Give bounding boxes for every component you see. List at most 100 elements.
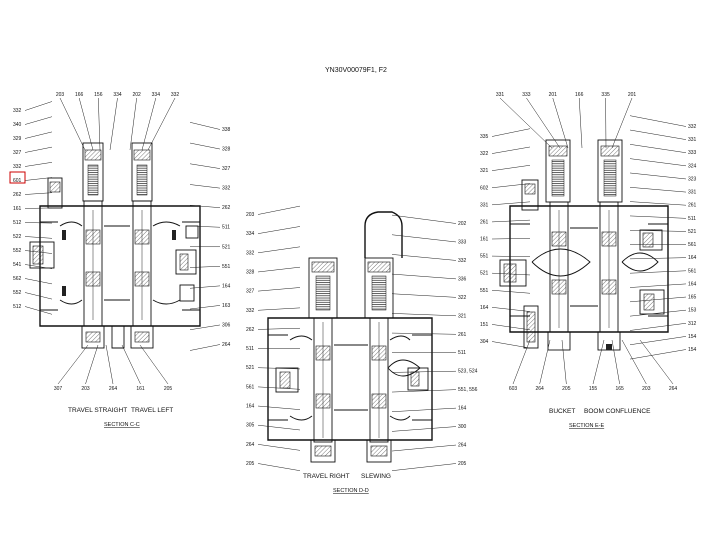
- leader-line: [491, 219, 531, 223]
- part-label: 165: [615, 386, 624, 392]
- part-label: 201: [628, 92, 637, 98]
- leader-line: [147, 97, 176, 151]
- section-e-e-caption-left: BUCKET: [549, 408, 575, 415]
- part-label: 331: [688, 190, 697, 196]
- leader-line: [24, 292, 53, 300]
- part-label: 155: [589, 386, 598, 392]
- leader-line: [257, 266, 301, 273]
- leader-line: [629, 270, 687, 274]
- part-label: 202: [458, 221, 467, 227]
- leader-line: [24, 131, 53, 139]
- leader-line: [98, 97, 101, 151]
- part-label: 264: [222, 342, 231, 348]
- leader-line: [257, 205, 301, 215]
- part-label: 203: [246, 212, 255, 218]
- part-label: 511: [688, 216, 696, 222]
- leader-line: [129, 97, 137, 151]
- leader-line: [526, 97, 561, 149]
- leader-line: [121, 344, 141, 385]
- highlighted-part-601: [9, 171, 26, 184]
- part-label: 166: [575, 92, 584, 98]
- section-c-c: 3323403293273326012621615125225525415625…: [9, 92, 231, 428]
- leader-line: [491, 146, 531, 154]
- part-label: 334: [152, 92, 161, 98]
- leader-line: [491, 255, 531, 257]
- leader-line: [257, 405, 301, 410]
- part-label: 328: [246, 269, 255, 275]
- part-label: 552: [13, 290, 22, 296]
- part-label: 335: [480, 134, 489, 140]
- leader-line: [391, 313, 457, 317]
- part-label: 323: [688, 176, 697, 182]
- part-label: 562: [13, 276, 22, 282]
- leader-line: [257, 444, 301, 451]
- part-label: 561: [688, 268, 697, 274]
- part-label: 334: [113, 92, 122, 98]
- part-label: 203: [56, 92, 65, 98]
- part-label: 551: [480, 254, 489, 260]
- leader-line: [512, 339, 531, 385]
- part-label: 551, 556: [458, 387, 478, 393]
- leader-line: [629, 309, 687, 317]
- part-label: 166: [75, 92, 84, 98]
- part-label: 336: [458, 276, 467, 282]
- part-label: 552: [13, 248, 22, 254]
- leader-line: [539, 339, 551, 385]
- part-label: 512: [13, 220, 22, 226]
- leader-line: [105, 344, 114, 385]
- leader-line: [592, 339, 605, 385]
- part-label: 511: [246, 346, 254, 352]
- leader-line: [24, 116, 53, 125]
- part-label: 264: [535, 386, 544, 392]
- leader-line: [629, 336, 687, 346]
- leader-line: [629, 172, 687, 180]
- part-label: 164: [688, 281, 697, 287]
- leader-line: [391, 389, 457, 393]
- part-label: 161: [136, 386, 145, 392]
- leader-line: [189, 163, 221, 169]
- part-label: 332: [222, 186, 231, 192]
- part-label: 332: [171, 92, 180, 98]
- part-label: 161: [13, 206, 22, 212]
- part-label: 340: [13, 122, 22, 128]
- section-e-e: 3353223216023312611615515215511641513043…: [480, 92, 697, 429]
- part-label: 264: [246, 442, 255, 448]
- part-label: 305: [246, 423, 255, 429]
- leader-line: [629, 229, 687, 232]
- part-label: 522: [13, 234, 22, 240]
- part-label: 165: [688, 295, 697, 301]
- leader-line: [257, 246, 301, 254]
- part-label: 205: [458, 461, 467, 467]
- part-label: 602: [480, 185, 489, 191]
- part-label: 312: [688, 321, 697, 327]
- part-label: 154: [688, 347, 697, 353]
- leader-line: [391, 444, 457, 452]
- leader-line: [257, 367, 301, 370]
- section-c-c-labels: 3323403293273326012621615125225525415625…: [13, 92, 231, 392]
- part-label: 334: [246, 231, 255, 237]
- part-label: 261: [458, 332, 467, 338]
- leader-line: [491, 290, 531, 294]
- part-label: 511: [222, 225, 230, 231]
- leader-line: [391, 463, 457, 471]
- leader-line: [629, 323, 687, 331]
- section-d-d-drawing: [267, 211, 433, 463]
- part-label: 523, 524: [458, 369, 478, 375]
- leader-line: [257, 226, 301, 234]
- part-label: 332: [246, 308, 255, 314]
- part-label: 154: [688, 334, 697, 340]
- part-label: 551: [480, 288, 489, 294]
- leader-line: [621, 339, 647, 385]
- part-label: 327: [246, 289, 255, 295]
- leader-line: [499, 97, 553, 149]
- leader-line: [189, 285, 221, 289]
- part-label: 329: [13, 136, 22, 142]
- part-label: 332: [13, 108, 22, 114]
- part-label: 333: [688, 150, 697, 156]
- leader-line: [189, 305, 221, 310]
- part-label: 164: [246, 404, 255, 410]
- leader-line: [629, 158, 687, 167]
- leader-line: [578, 97, 583, 149]
- leader-line: [257, 327, 301, 330]
- part-label: 153: [688, 308, 697, 314]
